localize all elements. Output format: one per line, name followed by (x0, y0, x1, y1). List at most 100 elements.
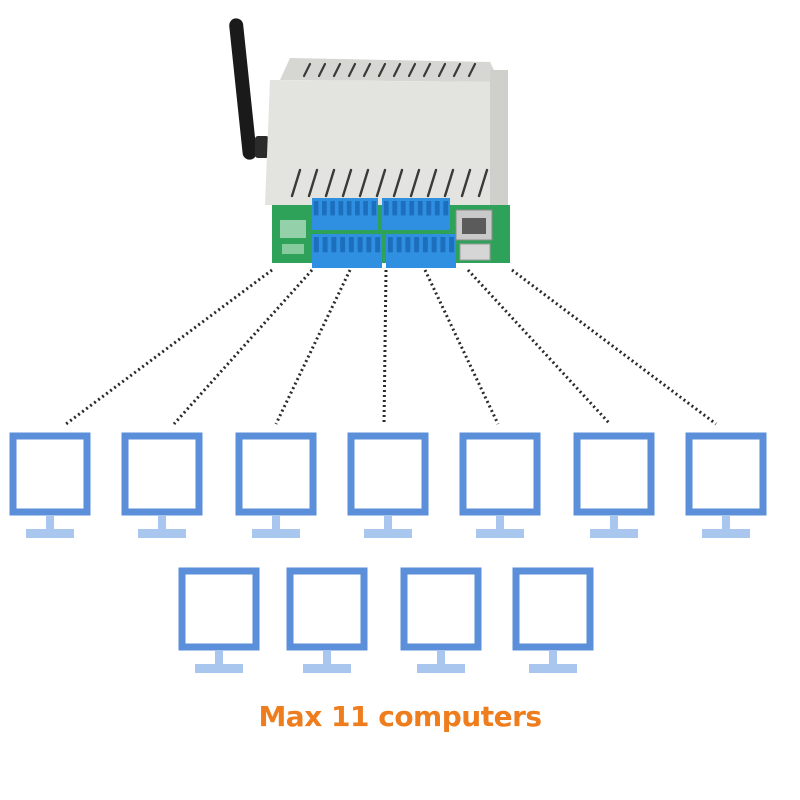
terminal-screw (375, 237, 381, 253)
enclosure-top (280, 58, 500, 82)
terminal-screw (322, 201, 327, 216)
monitor-neck (437, 650, 445, 664)
monitor-base (303, 664, 351, 673)
monitor-neck (722, 515, 730, 529)
monitor-icon (347, 432, 429, 538)
terminal-screw (331, 237, 337, 253)
monitor-base (529, 664, 577, 673)
terminal-screw (417, 201, 423, 216)
vent-slot (409, 168, 421, 198)
terminal-screw (383, 201, 389, 216)
terminal-screw (414, 237, 420, 253)
monitor-icon (286, 567, 368, 673)
terminal-screw (422, 237, 428, 253)
monitor-screen (512, 567, 594, 651)
enclosure-front (265, 80, 505, 205)
antenna-icon (229, 18, 257, 160)
vent-slot (467, 62, 477, 78)
monitor-icon (459, 432, 541, 538)
computer-grid (9, 432, 767, 673)
vent-slot (452, 62, 462, 78)
monitor-base (417, 664, 465, 673)
monitor-screen (286, 567, 368, 651)
terminal-screw (443, 201, 449, 216)
monitor-base (138, 529, 186, 538)
vent-slot (307, 168, 319, 198)
monitor-screen (178, 567, 260, 651)
monitor-neck (158, 515, 166, 529)
terminal-screw (313, 237, 319, 253)
vent-slot (460, 168, 472, 198)
monitor-base (590, 529, 638, 538)
terminal-screw (313, 201, 319, 216)
vent-slot (341, 168, 353, 198)
vent-slot (477, 168, 489, 198)
connection-lines (65, 268, 717, 426)
vent-slot (317, 62, 327, 78)
connection-line (466, 268, 612, 426)
enclosure-right-side (490, 70, 508, 205)
monitor-neck (496, 515, 504, 529)
monitor-screen (121, 432, 203, 516)
monitor-icon (178, 567, 260, 673)
terminal-screw (405, 237, 411, 253)
monitor-neck (610, 515, 618, 529)
monitor-neck (323, 650, 331, 664)
vent-slot (407, 62, 417, 78)
terminal-screw (346, 201, 352, 216)
terminal-block (382, 198, 450, 230)
terminal-screw (357, 237, 363, 253)
caption-text: Max 11 computers (258, 700, 542, 733)
relay-controller-icon (229, 18, 510, 268)
vent-slot (324, 168, 336, 198)
vent-slot (422, 62, 432, 78)
monitor-screen (235, 432, 317, 516)
monitor-screen (347, 432, 429, 516)
vent-slot (443, 168, 455, 198)
connection-line (172, 268, 314, 426)
vent-slot (302, 62, 312, 78)
monitor-base (702, 529, 750, 538)
terminal-block (312, 198, 378, 230)
vent-slot (437, 62, 447, 78)
terminal-screw (392, 201, 398, 216)
terminal-screw (338, 201, 344, 216)
vent-slot (375, 168, 387, 198)
monitor-icon (400, 567, 482, 673)
terminal-blocks (312, 198, 456, 268)
terminal-screw (348, 237, 354, 253)
monitor-neck (384, 515, 392, 529)
terminal-screw (409, 201, 415, 216)
terminal-screw (322, 237, 328, 253)
connection-line (274, 269, 352, 425)
monitor-icon (512, 567, 594, 673)
vent-slot (392, 168, 404, 198)
terminal-screw (434, 201, 440, 216)
monitor-icon (121, 432, 203, 538)
terminal-screw (440, 237, 446, 253)
monitor-base (26, 529, 74, 538)
terminal-screw (371, 201, 377, 216)
ethernet-port-opening (462, 218, 486, 234)
terminal-screw (366, 237, 372, 253)
monitor-base (195, 664, 243, 673)
connection-line (382, 269, 388, 425)
pcb-label (280, 220, 306, 238)
terminal-screw (355, 201, 360, 216)
vent-slot (358, 168, 370, 198)
monitor-screen (400, 567, 482, 651)
terminal-screw (426, 201, 432, 216)
monitor-neck (272, 515, 280, 529)
terminal-screw (363, 201, 368, 216)
monitor-icon (235, 432, 317, 538)
connection-line (65, 268, 273, 426)
vent-slot (362, 62, 372, 78)
monitor-screen (459, 432, 541, 516)
monitor-screen (573, 432, 655, 516)
vent-slot (332, 62, 342, 78)
monitor-base (476, 529, 524, 538)
monitor-screen (9, 432, 91, 516)
terminal-screw (396, 237, 402, 253)
terminal-screw (340, 237, 346, 253)
